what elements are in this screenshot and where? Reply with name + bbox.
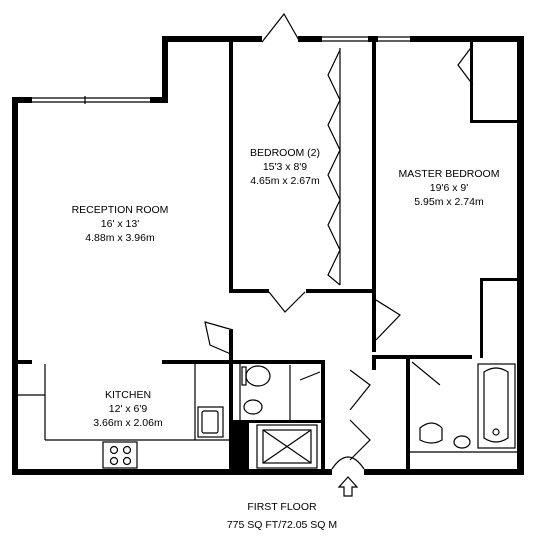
room-labels: RECEPTION ROOM 16' x 13' 4.88m x 3.96m B… [72,147,500,429]
reception-room-metric: 4.88m x 3.96m [85,232,155,244]
kitchen-metric: 3.66m x 2.06m [93,417,163,429]
kitchen-imperial: 12' x 6'9 [109,403,148,415]
bath-icon [477,363,516,449]
master-bedroom-imperial: 19'6 x 9' [430,182,468,194]
area-label: 775 SQ FT/72.05 SQ M [227,519,337,531]
bathroom-fittings [239,364,318,469]
sink-icon [197,406,224,438]
floor-label: FIRST FLOOR [247,501,317,513]
kitchen-fittings [18,364,229,469]
master-bedroom-metric: 5.95m x 2.74m [414,196,484,208]
toilet-icon [245,365,271,387]
reception-room-name: RECEPTION ROOM [72,204,169,216]
plan-footer: FIRST FLOOR 775 SQ FT/72.05 SQ M [227,501,337,531]
bedroom2-imperial: 15'3 x 8'9 [263,161,307,173]
basin-icon [243,399,263,415]
wardrobe-doors [327,44,474,286]
outer-walls [12,36,524,475]
windows [32,36,410,104]
shower-icon [256,424,318,469]
kitchen-name: KITCHEN [105,389,151,401]
entrance-arrow-icon [337,476,359,497]
doors [204,12,401,470]
interior-walls [18,42,517,470]
master-bedroom-name: MASTER BEDROOM [399,168,500,180]
bedroom2-name: BEDROOM (2) [250,147,320,159]
reception-room-imperial: 16' x 13' [101,218,139,230]
hob-icon [102,441,138,469]
ensuite-fittings [410,361,517,453]
bedroom2-metric: 4.65m x 2.67m [250,175,320,187]
